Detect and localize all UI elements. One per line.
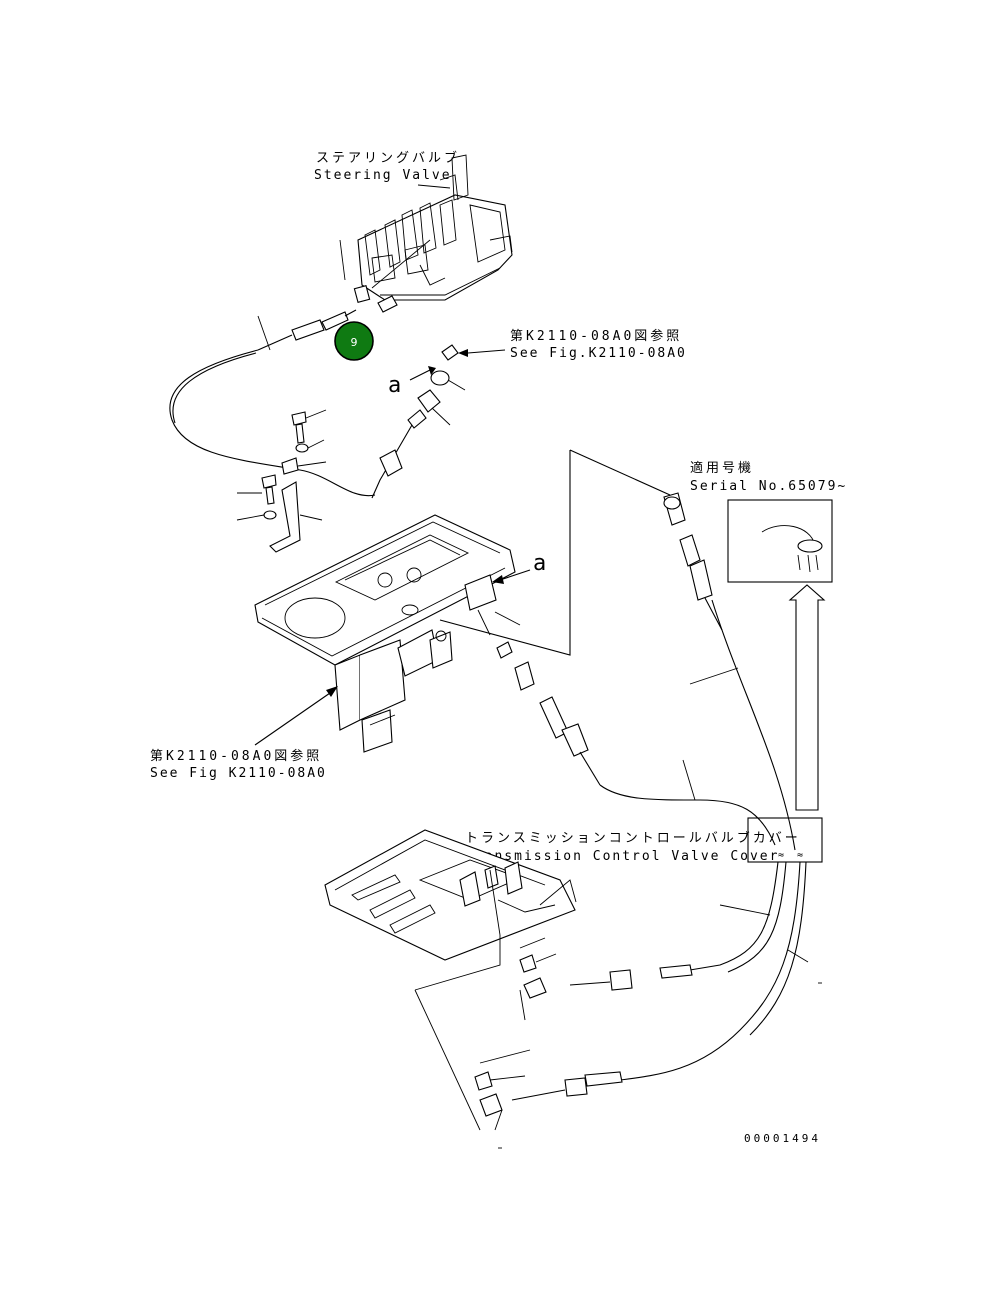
control-cable-right [711, 599, 796, 851]
inset-arrow [788, 584, 826, 811]
callout-number: 9 [351, 336, 358, 349]
cable-lower-2 [511, 861, 822, 1101]
tcv-cover-part [324, 829, 577, 961]
serial-inset-box [727, 499, 833, 583]
ref-top-en-label: See Fig.K2110-08A0 [510, 346, 687, 361]
console-plate-part [254, 514, 535, 753]
view-a-top-label: a [388, 373, 401, 398]
rod-end-part [407, 370, 466, 429]
cable-right-end [663, 492, 723, 631]
callout-9[interactable]: 9 [334, 321, 374, 361]
cable-lower-1 [569, 861, 787, 991]
serial-en-label: Serial No.65079~ [690, 479, 847, 494]
steering-valve-jp-label: ステアリングバルブ [316, 150, 460, 166]
view-a-mid-label: a [533, 551, 546, 576]
serial-jp-label: 適用号機 [690, 460, 754, 476]
inset-clamp-part [761, 525, 823, 573]
ref-top-arrow [467, 349, 506, 354]
tcv-en-label: Transmission Control Valve Cover [465, 849, 779, 864]
bolt-washer-cluster [236, 409, 327, 521]
svg-text:≈: ≈ [797, 850, 803, 861]
ref-left-en-label: See Fig K2110-08A0 [150, 766, 327, 781]
bracket-part [269, 481, 301, 553]
lower-cable-box [747, 817, 823, 863]
callout-circle[interactable] [334, 321, 374, 361]
clevis-pin-part [339, 239, 431, 313]
ref-top-jp-label: 第K2110-08A0図参照 [510, 328, 682, 344]
leader-steering-valve [417, 184, 451, 189]
steering-valve-part [357, 154, 513, 301]
svg-text:≈: ≈ [778, 850, 784, 861]
control-cable-middle [599, 784, 776, 846]
steering-valve-en-label: Steering Valve [314, 168, 452, 183]
ref-left-jp-label: 第K2110-08A0図参照 [150, 748, 322, 764]
control-cable-upper [169, 349, 376, 497]
tcv-jp-label: トランスミッションコントロールバルブカバー [465, 830, 801, 846]
ball-joint-part [441, 344, 459, 361]
drawing-number: 00001494 [744, 1132, 821, 1145]
ref-left-arrow [254, 692, 331, 746]
cable-upper-end [257, 309, 357, 351]
nut-joint-cluster [414, 869, 557, 1149]
cable-middle-end [539, 696, 601, 786]
